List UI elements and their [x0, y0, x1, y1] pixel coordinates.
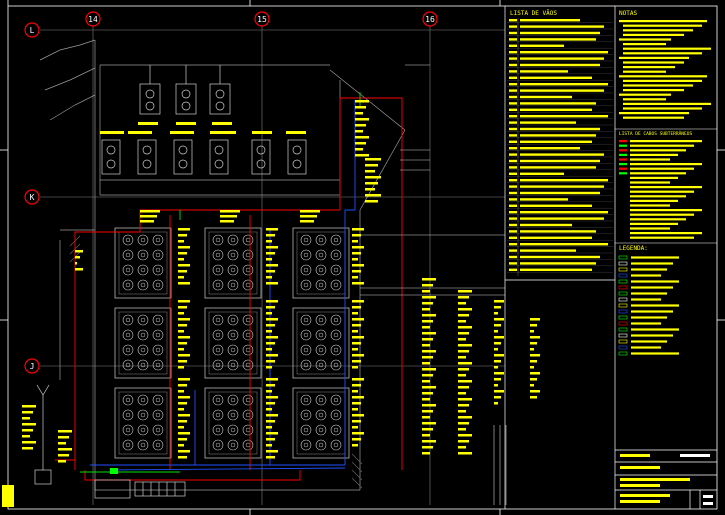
grid-row-K-marker: K: [24, 189, 40, 205]
grid-column-15-label: 15: [257, 15, 267, 24]
transformer-second-row: [101, 139, 307, 175]
grid-column-14-label: 14: [88, 15, 98, 24]
equipment-bay: [204, 387, 262, 459]
transformer-labels: [100, 122, 306, 134]
grid-column-14-marker: 14: [85, 11, 101, 27]
lista-de-vaos-rows: [507, 18, 613, 276]
substation-site-outline: [39, 39, 406, 491]
equipment-bay: [292, 307, 350, 379]
equipment-bays: [114, 227, 350, 459]
grid-row-J-marker: J: [24, 358, 40, 374]
secondary-table-title: LISTA DE CABOS SUBTERRÂNEOS: [619, 130, 692, 137]
grid-column-16-label: 16: [425, 15, 435, 24]
grid-column-16-marker: 16: [422, 11, 438, 27]
grid-axes: [40, 26, 505, 505]
notas-title: NOTAS: [619, 10, 637, 17]
legenda-lines: [618, 255, 679, 356]
cable-routes-white: [360, 64, 507, 505]
control-house-equipment: [34, 384, 186, 499]
cable-routes-red: [55, 97, 403, 481]
title-block-frame: [504, 6, 717, 509]
transformer-top-row: [139, 65, 231, 115]
control-house-markers: [2, 468, 118, 507]
equipment-bay: [114, 227, 172, 299]
grid-row-L-label: L: [30, 26, 35, 35]
cable-tag-clusters: [22, 100, 540, 463]
legenda-panel: LEGENDA:: [615, 242, 717, 356]
equipment-bay: [292, 227, 350, 299]
lista-de-vaos-panel: LISTA DE VÃOS: [507, 10, 613, 276]
legenda-title: LEGENDA:: [619, 245, 648, 252]
equipment-bay: [292, 387, 350, 459]
grid-row-J-label: J: [30, 362, 35, 371]
lista-de-vaos-title: LISTA DE VÃOS: [510, 10, 557, 17]
grid-row-K-label: K: [30, 193, 35, 202]
equipment-bay: [114, 387, 172, 459]
equipment-bay: [204, 307, 262, 379]
equipment-bay: [114, 307, 172, 379]
title-block-text: [620, 454, 713, 505]
notas-panel: NOTAS: [619, 10, 711, 119]
equipment-bay: [204, 227, 262, 299]
secondary-table-panel: LISTA DE CABOS SUBTERRÂNEOS: [615, 128, 717, 239]
notas-lines: [619, 20, 711, 119]
grid-row-L-marker: L: [24, 22, 40, 38]
grid-column-15-marker: 15: [254, 11, 270, 27]
secondary-table-lines: [619, 140, 702, 239]
